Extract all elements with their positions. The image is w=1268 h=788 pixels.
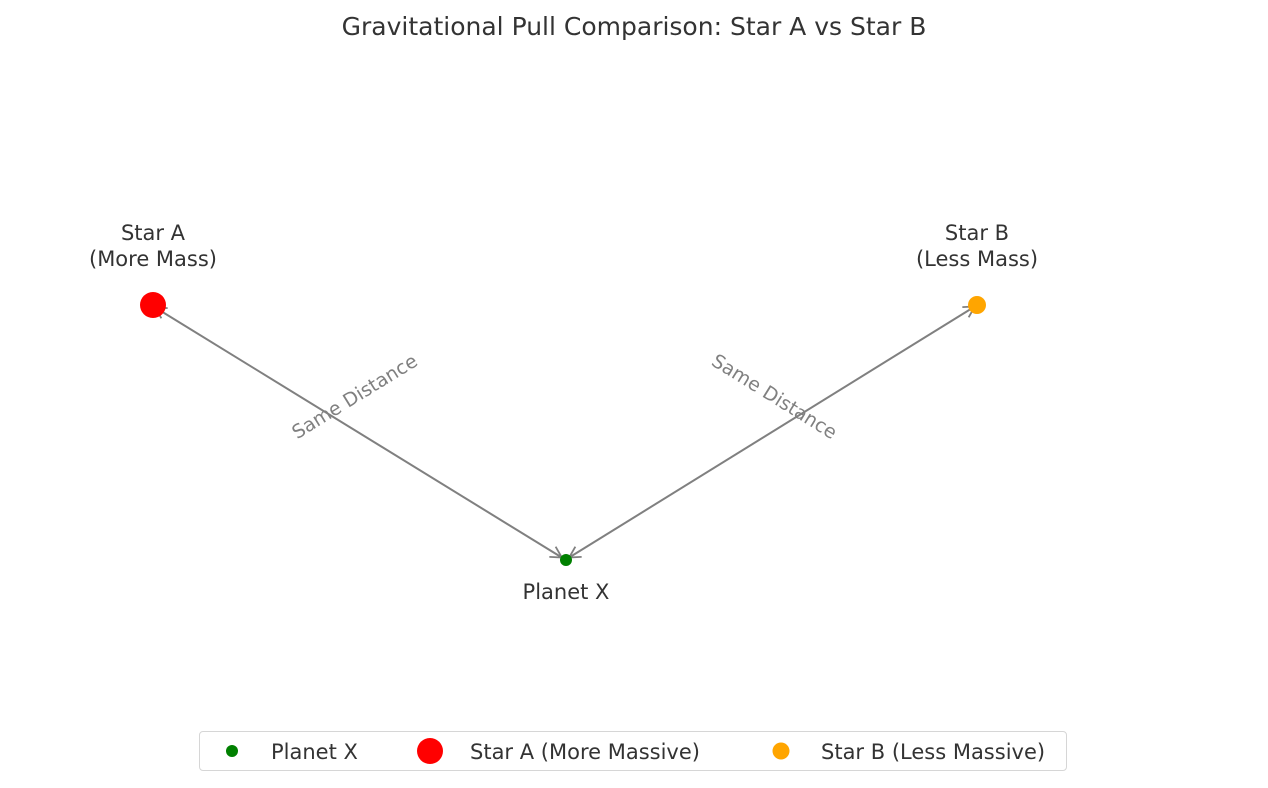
legend: Planet X Star A (More Massive) Star B (L… [199,731,1067,771]
legend-marker-star-b [772,742,790,760]
legend-marker-planet-x [226,745,238,757]
legend-label-star-b: Star B (Less Massive) [821,740,1046,764]
legend-label-planet-x: Planet X [271,740,358,764]
legend-item-star-a: Star A (More Massive) [400,732,740,770]
legend-label-star-a: Star A (More Massive) [470,740,700,764]
planet-x-label: Planet X [523,579,610,605]
planet-x-marker [560,554,572,566]
planet-x-name: Planet X [522,580,610,604]
star-b-label: Star B (Less Mass) [916,220,1038,272]
arrow-planet-star-b [567,305,977,559]
star-b-name: Star B [944,221,1010,245]
diagram-title: Gravitational Pull Comparison: Star A vs… [341,12,927,41]
star-a-marker [140,292,166,318]
star-a-label: Star A (More Mass) [89,220,217,272]
legend-item-star-b: Star B (Less Massive) [740,732,1066,770]
star-a-name: Star A [120,221,186,245]
arrow-planet-star-a [153,306,564,559]
star-b-note: (Less Mass) [915,247,1039,271]
star-b-marker [968,296,986,314]
legend-item-planet-x: Planet X [200,732,400,770]
legend-marker-star-a [417,738,443,764]
star-a-note: (More Mass) [89,247,217,271]
